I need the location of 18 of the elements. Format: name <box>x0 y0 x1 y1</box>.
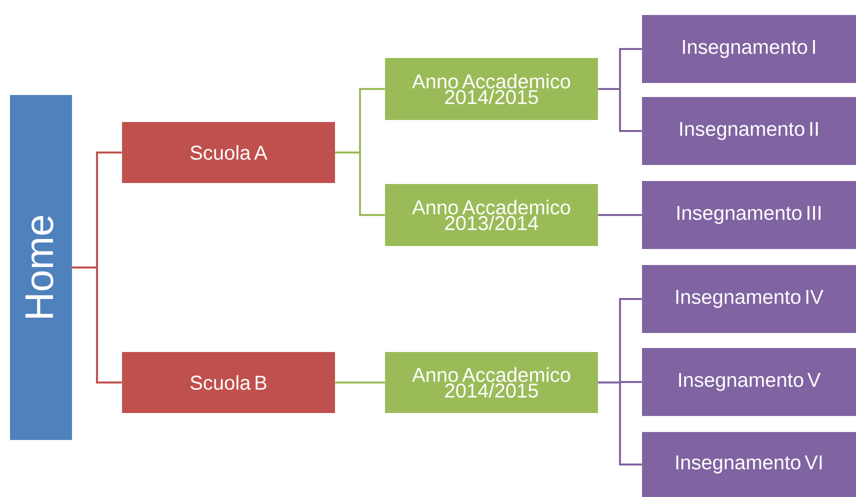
home-box: Home <box>10 95 72 440</box>
course-box: Insegnamento I <box>642 15 856 83</box>
school-box: Scuola A <box>122 122 335 183</box>
course-box: Insegnamento VI <box>642 432 856 497</box>
school-box: Scuola B <box>122 352 335 413</box>
connector-line <box>335 152 385 216</box>
connector-line <box>72 266 122 384</box>
course-box: Insegnamento V <box>642 348 856 416</box>
year-box: Anno Accademico 2014/2015 <box>385 58 598 120</box>
connector-line <box>335 382 385 384</box>
year-box: Anno Accademico 2014/2015 <box>385 352 598 413</box>
course-box: Insegnamento III <box>642 181 856 249</box>
year-box: Anno Accademico 2013/2014 <box>385 184 598 246</box>
connector-line <box>598 214 642 216</box>
course-box: Insegnamento IV <box>642 265 856 333</box>
connector-line <box>598 382 642 466</box>
connector-line <box>598 88 642 132</box>
course-box: Insegnamento II <box>642 97 856 165</box>
